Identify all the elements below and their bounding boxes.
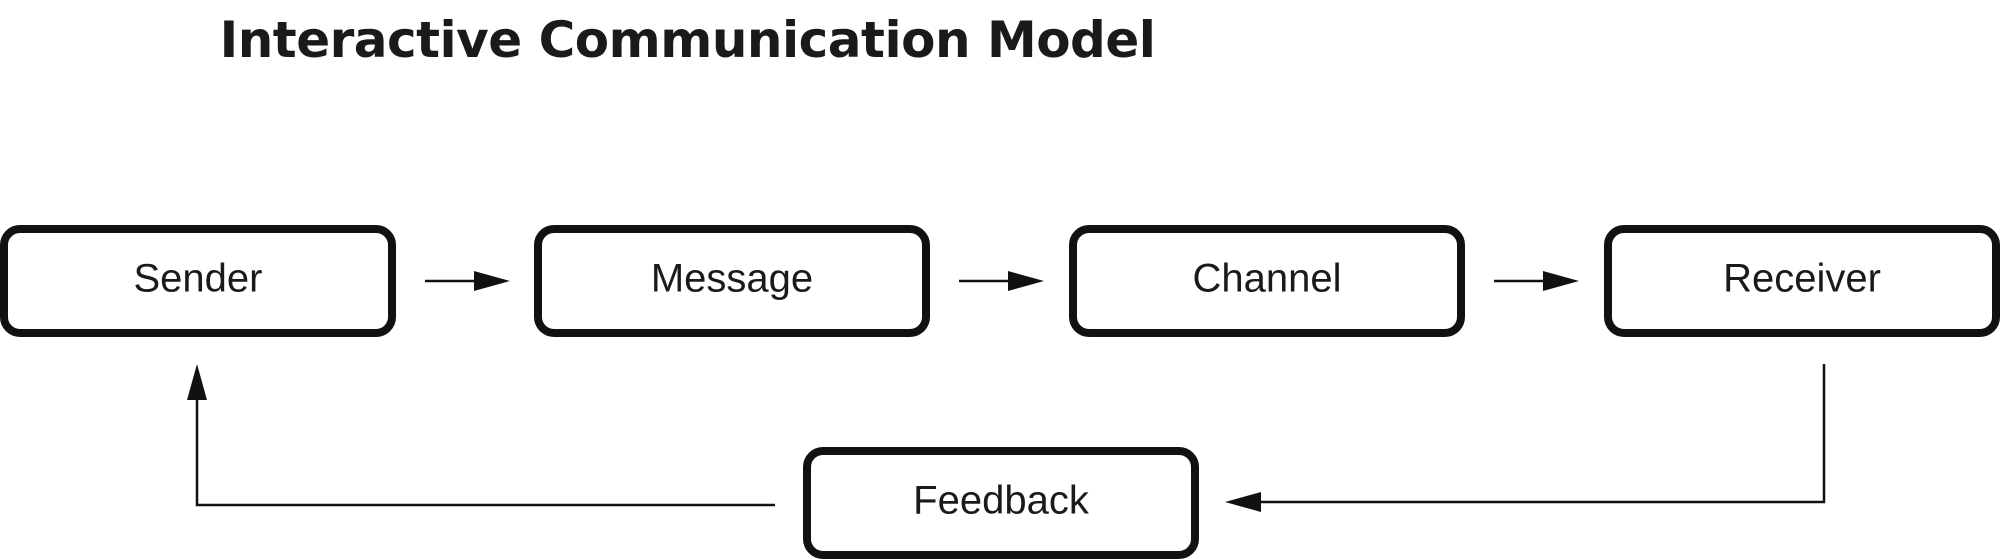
diagram-title: Interactive Communication Model (219, 11, 1156, 69)
node-feedback[interactable]: Feedback (803, 447, 1199, 559)
node-channel-label: Channel (1192, 257, 1341, 301)
node-channel[interactable]: Channel (1069, 225, 1465, 337)
node-receiver[interactable]: Receiver (1604, 225, 2000, 337)
arrow-channel-to-receiver (1494, 271, 1579, 291)
node-message-label: Message (651, 257, 813, 301)
node-sender[interactable]: Sender (0, 225, 396, 337)
arrow-sender-to-message (425, 271, 510, 291)
node-message[interactable]: Message (534, 225, 930, 337)
node-sender-label: Sender (134, 257, 263, 301)
arrow-feedback-to-sender (187, 364, 775, 507)
arrow-message-to-channel (959, 271, 1044, 291)
node-receiver-label: Receiver (1723, 257, 1881, 301)
arrow-receiver-to-feedback (1225, 364, 1826, 512)
node-feedback-label: Feedback (913, 479, 1090, 523)
